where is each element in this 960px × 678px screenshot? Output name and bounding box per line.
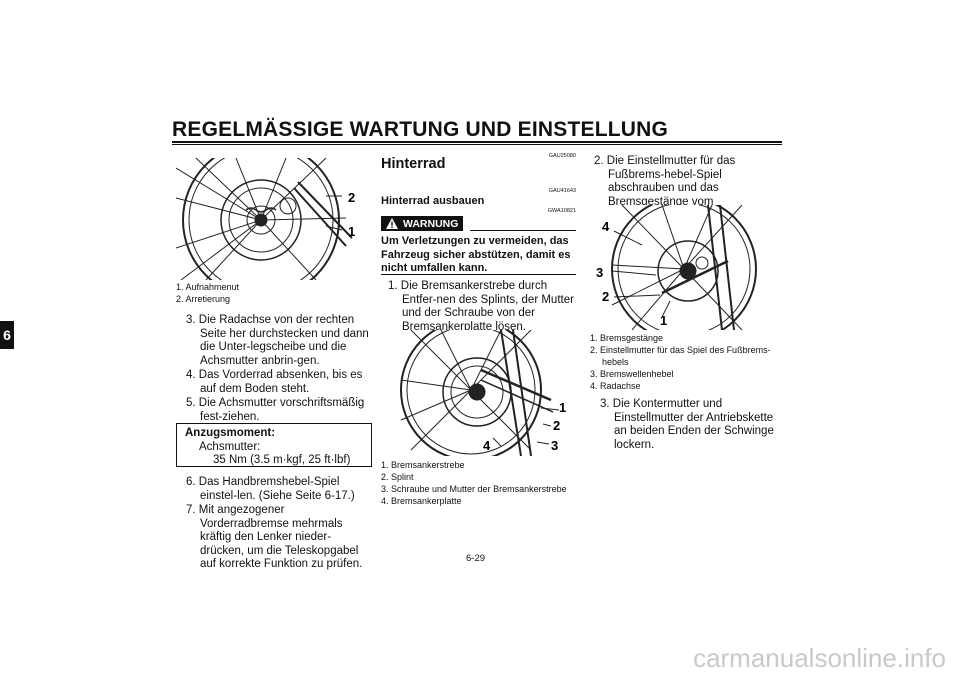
warning-rule (470, 230, 576, 231)
step-item: 1. Die Bremsankerstrebe durch Entfer-nen… (386, 280, 576, 334)
caption-item: 3. Bremswellenhebel (590, 369, 674, 379)
caption-item: 2. Arretierung (176, 294, 231, 304)
step-item: 7. Mit angezogener Vorderradbremse mehrm… (186, 504, 363, 570)
callout-4: 4 (602, 219, 610, 234)
chapter-tab: 6 (0, 321, 14, 349)
caption-item: 1. Bremsgestänge (590, 333, 664, 343)
callout-1: 1 (559, 400, 566, 415)
section-heading: Hinterrad (381, 156, 446, 172)
brake-rod-illustration: 4 3 2 1 (596, 196, 757, 342)
steps-list-2: 6. Das Handbremshebel-Spiel einstel-len.… (184, 476, 374, 572)
torque-heading: Anzugsmoment: (185, 427, 276, 439)
callout-2: 2 (348, 190, 355, 205)
step-item: 3. Die Radachse von der rechten Seite he… (186, 314, 369, 367)
header-rule (172, 141, 782, 143)
warning-label: WARNUNG (381, 216, 464, 231)
callout-2: 2 (553, 418, 560, 433)
caption-item: 2. Splint (381, 472, 414, 482)
page-number: 6-29 (466, 553, 486, 564)
callout-1: 1 (348, 224, 355, 239)
subsection-code: GAU41643 (548, 188, 576, 194)
callout-3: 3 (551, 438, 558, 453)
torque-value: 35 Nm (3.5 m·kgf, 25 ft·lbf) (213, 454, 351, 466)
caption-item: 3. Schraube und Mutter der Bremsankerstr… (381, 484, 567, 494)
warning-text: Um Verletzungen zu vermeiden, das Fahrze… (381, 235, 571, 274)
figure-caption-list: 1. Aufnahmenut 2. Arretierung (176, 281, 372, 305)
page-title: REGELMÄSSIGE WARTUNG UND EINSTELLUNG (172, 118, 669, 141)
torque-box: Anzugsmoment: Achsmutter: 35 Nm (3.5 m·k… (176, 423, 372, 467)
step-item: 3. Die Kontermutter und Einstellmutter d… (598, 398, 784, 452)
figure-caption-list: 1. Bremsgestänge 2. Einstellmutter für d… (590, 332, 782, 392)
caption-item: 1. Bremsankerstrebe (381, 460, 465, 470)
caption-item: 4. Radachse (590, 381, 641, 391)
steps-list: 3. Die Radachse von der rechten Seite he… (184, 314, 374, 424)
torque-item: Achsmutter: (199, 440, 261, 453)
callout-3: 3 (596, 265, 603, 280)
warning-bottom-rule (381, 274, 576, 275)
header-rule-thin (172, 144, 782, 145)
figure-front-wheel-hub: 2 1 (175, 141, 372, 299)
figure-caption-list: 1. Bremsankerstrebe 2. Splint 3. Schraub… (381, 459, 581, 507)
caption-item: 4. Bremsankerplatte (381, 496, 462, 506)
figure-rear-brake-anchor: 1 2 3 4 (381, 319, 576, 461)
front-hub-illustration: 2 1 (175, 141, 355, 299)
warning-label-text: WARNUNG (403, 217, 459, 230)
callout-4: 4 (483, 438, 491, 453)
caption-item: 2. Einstellmutter für das Spiel des Fußb… (590, 345, 771, 367)
callout-2: 2 (602, 289, 609, 304)
warning-triangle-icon (386, 218, 398, 229)
step-item: 4. Das Vorderrad absenken, bis es auf de… (186, 369, 363, 395)
step-item: 6. Das Handbremshebel-Spiel einstel-len.… (186, 476, 355, 502)
warning-code: GWA10821 (547, 208, 576, 214)
caption-item: 1. Aufnahmenut (176, 282, 240, 292)
figure-brake-rod: 4 3 2 1 (592, 196, 782, 342)
callout-1: 1 (660, 313, 667, 328)
section-code: GAU25080 (548, 153, 576, 159)
step-text: 1. Die Bremsankerstrebe durch Entfer-nen… (388, 280, 574, 333)
rear-brake-anchor-illustration: 1 2 3 4 (400, 319, 566, 461)
step-item: 5. Die Achsmutter vorschriftsmäßig fest-… (186, 397, 365, 423)
step-text: 3. Die Kontermutter und Einstellmutter d… (600, 398, 774, 451)
subsection-heading: Hinterrad ausbauen (381, 195, 485, 207)
watermark: carmanualsonline.info (693, 643, 946, 673)
